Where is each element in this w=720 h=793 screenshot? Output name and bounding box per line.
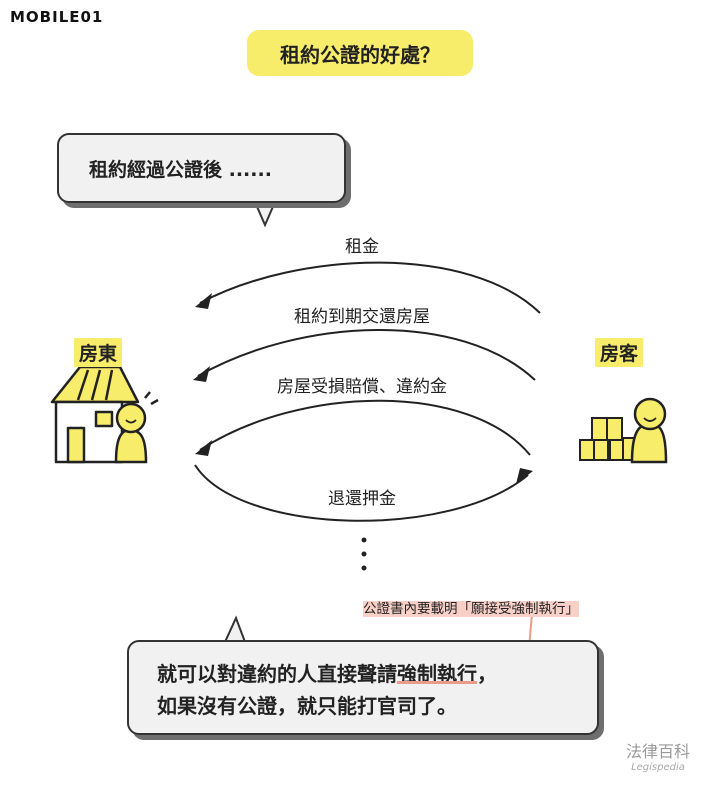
legispedia-logo: 法律百科 Legispedia: [626, 738, 690, 773]
arrowhead-deposit: [516, 468, 533, 484]
speech-bubble-bottom: 就可以對違約的人直接聲請強制執行， 如果沒有公證，就只能打官司了。: [127, 640, 599, 735]
mobile01-logo: MOBILE01: [10, 8, 104, 26]
page-title: 租約公證的好處？: [247, 30, 473, 76]
bubble-top-tail: [253, 201, 277, 228]
line1-post: ，: [477, 662, 497, 686]
bubble-bottom-line2: 如果沒有公證，就只能打官司了。: [157, 694, 457, 718]
bubble-bottom-tail: [223, 615, 247, 643]
flow-label-deposit: 退還押金: [328, 489, 396, 509]
line1-pre: 就可以對違約的人直接聲請: [157, 662, 397, 686]
tenant-label: 房客: [595, 338, 644, 367]
flow-label-damage: 房屋受損賠償、違約金: [277, 377, 447, 397]
line1-emphasis: 強制執行: [397, 662, 477, 686]
arrowhead-rent: [195, 293, 212, 309]
note-text: 公證書內要載明「願接受強制執行」: [363, 597, 579, 617]
brand-en: Legispedia: [631, 762, 685, 773]
flow-arc-return-house: [197, 329, 536, 381]
flow-label-return-house: 租約到期交還房屋: [294, 307, 430, 327]
note-highlight: 公證書內要載明「願接受強制執行」: [363, 601, 579, 617]
flow-arc-deposit: [194, 464, 529, 522]
arrowhead-return-house: [193, 366, 210, 382]
speech-bubble-top: 租約經過公證後 ......: [57, 133, 346, 203]
house-icon: [50, 365, 140, 464]
flow-arc-rent: [199, 261, 541, 314]
dot: [361, 537, 367, 543]
tenant-figure-icon: [630, 397, 668, 464]
landlord-figure-icon: [114, 391, 159, 464]
flow-arc-damage: [199, 399, 531, 456]
dot: [361, 565, 367, 571]
moving-boxes-icon: [579, 417, 637, 461]
bubble-bottom-line1: 就可以對違約的人直接聲請強制執行，: [157, 658, 597, 690]
landlord-label: 房東: [74, 338, 123, 367]
arrowhead-damage: [195, 440, 212, 456]
brand-zh: 法律百科: [625, 742, 690, 761]
dot: [361, 551, 367, 557]
flow-label-rent: 租金: [345, 237, 379, 257]
